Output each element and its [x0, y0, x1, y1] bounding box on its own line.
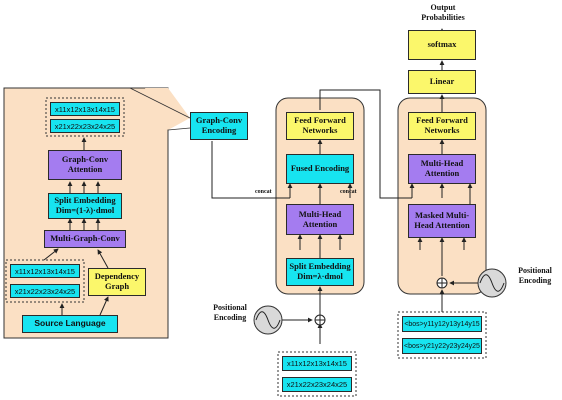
dependency-graph-box: Dependency Graph: [88, 268, 146, 296]
sine-icon-decoder: [477, 268, 507, 298]
decoder-multi-head-box: Multi-Head Attention: [408, 154, 476, 184]
encoder-split-embedding-box: Split Embedding Dim=λ·dmol: [286, 258, 354, 286]
encoder-in-seq-1: x11x12x13x14x15: [282, 356, 352, 371]
encoder-feed-forward-box: Feed Forward Networks: [286, 112, 354, 140]
decoder-feed-forward-box: Feed Forward Networks: [408, 112, 476, 140]
output-probabilities-label: Output Probabilities: [421, 3, 465, 22]
source-language-box: Source Language: [22, 315, 118, 333]
graph-conv-attention-box: Graph-Conv Attention: [48, 150, 122, 180]
decoder-tgt-seq-1: <bos>y11y12y13y14y15: [402, 316, 482, 332]
concat-label-right: concat: [340, 189, 357, 195]
panel-src-seq-2: x21x22x23x24x25: [50, 119, 120, 133]
adder-encoder: [314, 314, 326, 326]
encoder-positional-encoding-label: Positional Encoding: [213, 303, 247, 322]
encoder-split-embedding-line1: Split Embedding: [289, 261, 351, 272]
encoder-in-seq-2: x21x22x23x24x25: [282, 377, 352, 392]
encoder-split-embedding-line2: Dim=λ·dmol: [297, 271, 343, 281]
adder-decoder: [436, 277, 448, 289]
graph-conv-encoding-box: Graph-Conv Encoding: [190, 112, 248, 140]
linear-box: Linear: [408, 70, 476, 94]
panel-in-seq-2: x21x22x23x24x25: [10, 284, 80, 298]
panel-split-embedding-line2: Dim=(1-λ)·dmol: [55, 205, 115, 215]
masked-multi-head-box: Masked Multi-Head Attention: [408, 204, 476, 238]
concat-label-left: concat: [255, 189, 272, 195]
sine-icon-encoder: [253, 305, 283, 335]
fused-encoding-box: Fused Encoding: [286, 154, 354, 184]
multi-graph-conv-box: Multi-Graph-Conv: [44, 230, 126, 248]
panel-split-embedding-line1: Split Embedding: [54, 195, 116, 206]
encoder-multi-head-box: Multi-Head Attention: [286, 204, 354, 235]
softmax-box: softmax: [408, 30, 476, 60]
decoder-tgt-seq-2: <bos>y21y22y23y24y25: [402, 338, 482, 354]
panel-split-embedding-box: Split Embedding Dim=(1-λ)·dmol: [48, 193, 122, 219]
decoder-positional-encoding-label: Positional Encoding: [518, 266, 552, 285]
panel-in-seq-1: x11x12x13x14x15: [10, 264, 80, 278]
panel-src-seq-1: x11x12x13x14x15: [50, 102, 120, 116]
